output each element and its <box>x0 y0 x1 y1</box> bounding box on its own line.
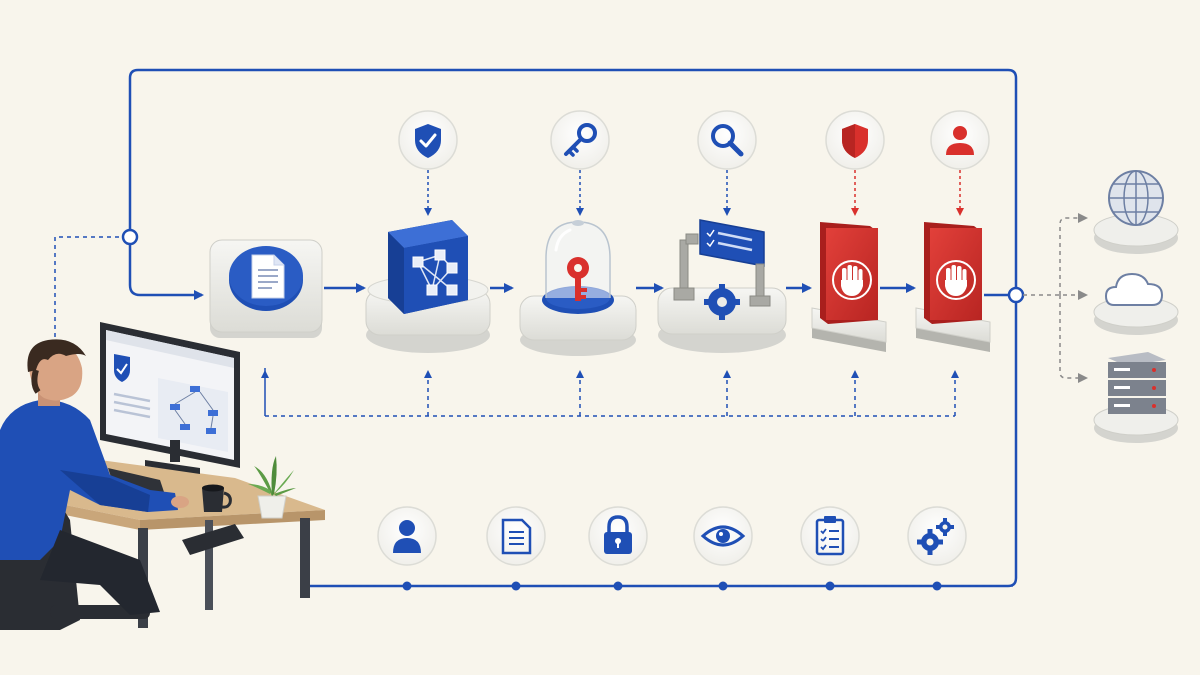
red-user-icon <box>946 126 974 155</box>
red-user-node[interactable] <box>930 110 990 170</box>
output-globe[interactable] <box>1093 170 1179 254</box>
top-loop-line <box>128 68 1018 295</box>
plant <box>248 456 296 519</box>
stage-key-vault[interactable] <box>519 220 637 356</box>
loop-node-left <box>121 228 139 246</box>
stage-document[interactable] <box>209 239 323 338</box>
cloud-icon <box>1104 272 1164 306</box>
bottom-user-node[interactable] <box>377 506 437 566</box>
globe-icon <box>1108 170 1164 226</box>
bottom-document-node[interactable] <box>486 506 546 566</box>
magnifier-icon <box>711 124 744 157</box>
red-shield-icon <box>842 124 868 158</box>
workstation-illustration <box>0 322 325 630</box>
outer-loop-connectors <box>128 68 1018 588</box>
checklist-icon <box>815 516 845 556</box>
eye-icon <box>700 525 746 547</box>
stop-hand-icon <box>945 265 967 296</box>
robot-arm <box>673 233 771 307</box>
entry-line <box>128 237 204 300</box>
key-node[interactable] <box>550 110 610 170</box>
notebook <box>182 524 244 555</box>
server-stack-icon <box>1108 352 1166 414</box>
shield-check-icon <box>415 124 441 158</box>
feedback-lines <box>261 368 959 417</box>
output-connectors <box>1023 213 1088 383</box>
stage-inspection[interactable] <box>657 219 787 353</box>
bottom-checklist-node[interactable] <box>800 506 860 566</box>
stage-block-gate-2[interactable] <box>915 222 991 352</box>
user-icon <box>393 520 421 553</box>
gears-icon <box>917 518 954 555</box>
stage-block-gate-1[interactable] <box>811 222 887 352</box>
workstation-dashed-link <box>54 236 122 345</box>
red-key-icon <box>567 257 589 301</box>
loop-node-right <box>1007 286 1025 304</box>
bottom-gears-node[interactable] <box>907 506 967 566</box>
document-icon <box>501 518 532 555</box>
lock-icon <box>604 515 632 554</box>
output-server[interactable] <box>1093 352 1179 443</box>
stop-hand-icon <box>841 265 863 296</box>
document-icon <box>251 254 285 299</box>
monitor <box>100 322 240 474</box>
dashboard-panel <box>699 219 765 267</box>
right-vertical-line <box>310 295 1018 588</box>
bottom-eye-node[interactable] <box>693 506 753 566</box>
red-shield-node[interactable] <box>825 110 885 170</box>
stage-network-cube[interactable] <box>365 220 491 353</box>
key-icon <box>564 123 597 157</box>
magnifier-node[interactable] <box>697 110 757 170</box>
network-cube-icon <box>388 220 468 314</box>
bottom-lock-node[interactable] <box>588 506 648 566</box>
shield-check-node[interactable] <box>398 110 458 170</box>
mug <box>202 484 232 512</box>
gear-icon <box>704 284 740 320</box>
output-cloud[interactable] <box>1093 272 1179 335</box>
bottom-control-line <box>310 581 1016 591</box>
person <box>0 339 189 630</box>
